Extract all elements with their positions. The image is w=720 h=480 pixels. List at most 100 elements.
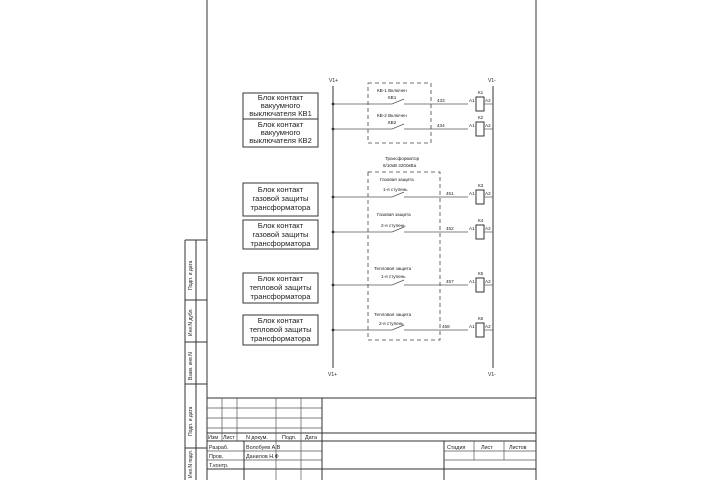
rail-label: V1+ xyxy=(329,78,338,84)
title-block-stage-header: Лист xyxy=(481,445,493,451)
power-rails: V1+ V1- V1+ V1- xyxy=(328,78,496,378)
breaker-contacts-group xyxy=(367,82,432,144)
wire-number: 433 xyxy=(437,98,445,103)
contact-label: Газовая защита xyxy=(377,212,411,217)
block-contact-box: Блок контакт газовой защиты трансформато… xyxy=(242,219,319,250)
wire-number: 452 xyxy=(446,226,454,231)
contact-label: Тепловая защита xyxy=(374,312,412,317)
svg-text:тепловой защиты: тепловой защиты xyxy=(249,283,311,292)
terminal-label: А1 xyxy=(469,226,475,231)
contact-label: 2-я ступень xyxy=(381,223,406,228)
title-block: Изм Лист N докум. Подп. Дата Разраб. Вол… xyxy=(207,397,536,480)
block-contact-box: Блок контакт газовой защиты трансформато… xyxy=(242,182,319,217)
circuit-rung: КВ-1 Включен КВ1 433 А1 К1 А2 xyxy=(331,88,493,112)
contact-label: КВ1 xyxy=(388,95,397,100)
title-block-header: Лист xyxy=(223,435,235,441)
terminal-label: А2 xyxy=(485,226,491,231)
contact-label: 1-я ступень xyxy=(381,274,406,279)
terminal-label: А1 xyxy=(469,123,475,128)
title-block-name: Данилов Н.Ф xyxy=(246,454,279,460)
wire-number: 458 xyxy=(442,324,450,329)
relay-coil xyxy=(475,322,485,338)
contact-label: Тепловая защита xyxy=(374,266,412,271)
contact-label: 1-я ступень xyxy=(383,187,408,192)
svg-text:Блок контакт: Блок контакт xyxy=(258,221,304,230)
block-contact-box: Блок контакт тепловой защиты трансформат… xyxy=(242,314,319,346)
relay-label: К2 xyxy=(478,115,484,120)
transformer-group-subtitle: 6/10кВ 3200кВа xyxy=(383,163,417,168)
title-block-stage-header: Листов xyxy=(509,445,527,451)
transformer-protection-group xyxy=(367,171,441,341)
terminal-label: А1 xyxy=(469,191,475,196)
side-stamp-label: Подп. и дата xyxy=(188,406,194,436)
rail-label: V1- xyxy=(488,372,496,378)
relay-label: К4 xyxy=(478,218,484,223)
rail-label: V1+ xyxy=(328,372,337,378)
svg-text:трансформатора: трансформатора xyxy=(251,203,312,212)
contact-label: КВ-1 Включен xyxy=(377,88,407,93)
relay-coil xyxy=(475,189,485,205)
circuit-rung: Газовая защита 1-я ступень 451 А1 К3 А2 xyxy=(331,177,493,205)
contact-label: 2-я ступень xyxy=(379,321,404,326)
circuit-rung: Тепловая защита 2-я ступень 458 А1 К6 А2 xyxy=(331,312,493,338)
svg-text:газовой защиты: газовой защиты xyxy=(252,194,308,203)
title-block-header: N докум. xyxy=(246,435,268,441)
svg-text:Блок контакт: Блок контакт xyxy=(258,120,304,129)
circuit-rung: КВ-2 Включен КВ2 434 А1 К2 А2 xyxy=(331,113,493,137)
svg-text:газовой защиты: газовой защиты xyxy=(252,230,308,239)
terminal-label: А1 xyxy=(469,98,475,103)
svg-text:выключателя КВ2: выключателя КВ2 xyxy=(249,136,312,145)
title-block-role: Т.контр. xyxy=(209,463,229,469)
relay-label: К6 xyxy=(478,316,484,321)
svg-text:Блок контакт: Блок контакт xyxy=(258,185,304,194)
svg-text:тепловой защиты: тепловой защиты xyxy=(249,325,311,334)
contact-label: КВ-2 Включен xyxy=(377,113,407,118)
svg-text:трансформатора: трансформатора xyxy=(251,334,312,343)
rail-label: V1- xyxy=(488,78,496,84)
title-block-role: Разраб. xyxy=(209,445,228,451)
svg-text:Блок контакт: Блок контакт xyxy=(258,316,304,325)
svg-text:Блок контакт: Блок контакт xyxy=(258,274,304,283)
side-stamp-label: Подп. и дата xyxy=(188,260,194,290)
relay-label: К5 xyxy=(478,271,484,276)
relay-coil xyxy=(475,224,485,240)
svg-text:вакуумного: вакуумного xyxy=(261,128,301,137)
relay-coil xyxy=(475,96,485,112)
title-block-header: Подп. xyxy=(282,435,296,441)
wire-number: 451 xyxy=(446,191,454,196)
svg-text:вакуумного: вакуумного xyxy=(261,101,301,110)
terminal-label: А2 xyxy=(485,191,491,196)
block-contact-box: Блок контакт тепловой защиты трансформат… xyxy=(242,272,319,304)
terminal-label: А2 xyxy=(485,98,491,103)
contact-label: КВ2 xyxy=(388,120,397,125)
terminal-label: А2 xyxy=(485,279,491,284)
relay-label: К3 xyxy=(478,183,484,188)
svg-text:Блок контакт: Блок контакт xyxy=(258,93,304,102)
title-block-name: Волобуев А.В xyxy=(246,445,281,451)
svg-text:трансформатора: трансформатора xyxy=(251,292,312,301)
terminal-label: А2 xyxy=(485,123,491,128)
relay-label: К1 xyxy=(478,90,484,95)
contact-label: Газовая защита xyxy=(380,177,414,182)
terminal-label: А1 xyxy=(469,279,475,284)
title-block-header: Изм xyxy=(208,435,218,441)
svg-text:трансформатора: трансформатора xyxy=(251,239,312,248)
svg-text:выключателя КВ1: выключателя КВ1 xyxy=(249,109,312,118)
circuit-rung: Тепловая защита 1-я ступень 457 А1 К5 А2 xyxy=(331,266,493,293)
block-contact-box: Блок контакт вакуумного выключателя КВ1 xyxy=(242,92,319,120)
relay-coil xyxy=(475,121,485,137)
title-block-role: Пров. xyxy=(209,454,223,460)
circuit-rung: Газовая защита 2-я ступень 452 А1 К4 А2 xyxy=(331,212,493,240)
wire-number: 434 xyxy=(437,123,445,128)
terminal-label: А2 xyxy=(485,324,491,329)
transformer-group-title: Трансформатор xyxy=(385,156,420,161)
block-contact-box: Блок контакт вакуумного выключателя КВ2 xyxy=(242,118,319,148)
terminal-label: А1 xyxy=(469,324,475,329)
side-stamp-label: Инв.N подл. xyxy=(188,450,194,478)
relay-coil xyxy=(475,277,485,293)
title-block-header: Дата xyxy=(305,435,317,441)
wire-number: 457 xyxy=(446,279,454,284)
side-stamp-strip: Подп. и дата Инв.N дубл. Взам. инв.N Под… xyxy=(184,239,207,480)
side-stamp-label: Инв.N дубл. xyxy=(188,308,194,336)
